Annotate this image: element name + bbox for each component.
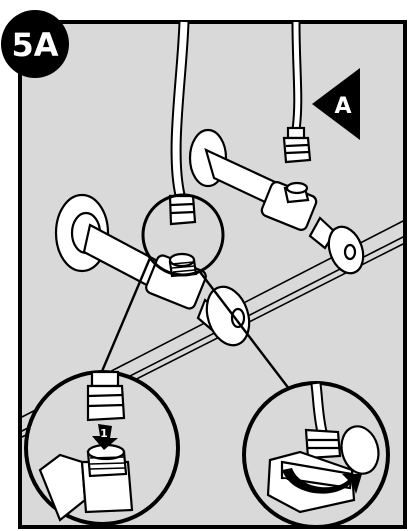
front-valve-assembly — [54, 193, 251, 347]
detail-circle-right: 2 — [242, 381, 390, 529]
loose-supply-hose — [282, 21, 312, 164]
detail-circle-left: 1 — [24, 370, 180, 526]
callout-a: A — [312, 68, 360, 140]
step-badge: 5A — [1, 10, 69, 78]
back-valve-assembly — [188, 128, 365, 275]
rotation-arrow-icon — [282, 468, 362, 494]
magnifier-circle — [141, 193, 225, 277]
front-supply-hose — [168, 21, 197, 226]
callout-label: A — [334, 94, 351, 119]
detail-left-step-number: 1 — [100, 427, 108, 440]
detail-right-step-number: 2 — [281, 477, 289, 490]
detail-leader-lines — [98, 257, 294, 395]
downward-arrow-icon — [92, 424, 118, 450]
step-label: 5A — [11, 26, 58, 64]
triangle-arrow-left-icon — [312, 68, 360, 140]
